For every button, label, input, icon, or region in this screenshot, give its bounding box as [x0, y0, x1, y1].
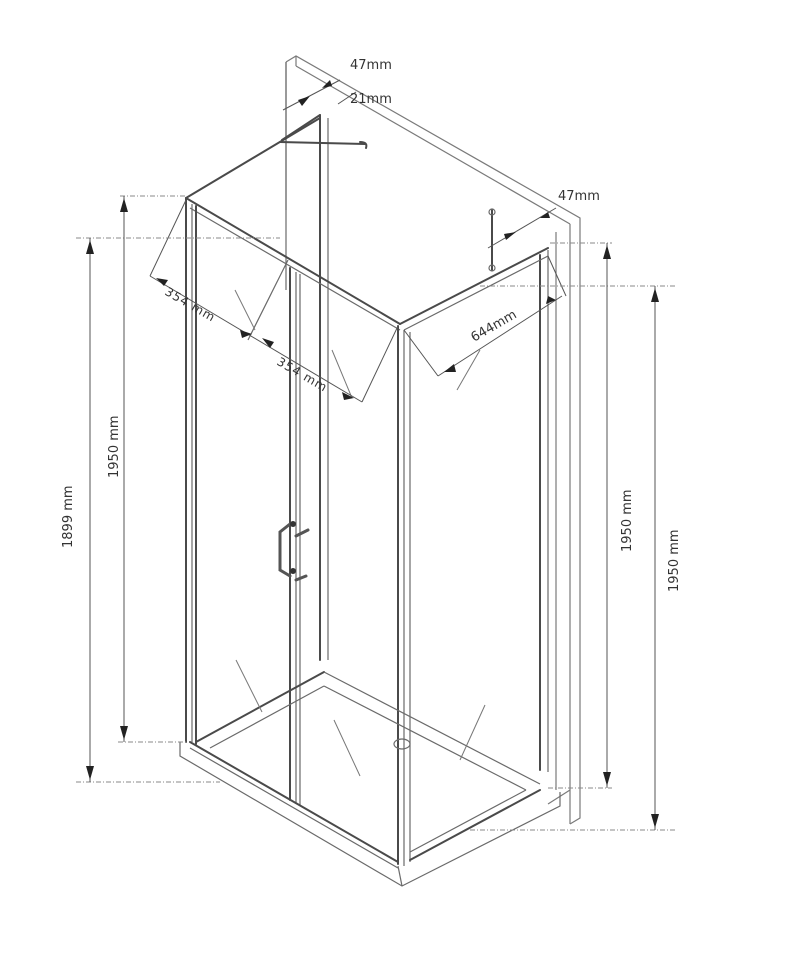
- dim-label-total-height: 1950 mm: [667, 529, 682, 592]
- dim-label-door-panel-left: 354 mm: [163, 284, 219, 324]
- dimension-right-heights: [470, 242, 676, 831]
- front-left-post: [185, 197, 197, 745]
- side-wall-bracket: [488, 208, 549, 772]
- side-panel: [456, 349, 481, 391]
- door-panel-right: [299, 274, 353, 806]
- dim-label-top-profile-depth: 47mm: [350, 58, 392, 73]
- top-frame: [185, 117, 549, 331]
- front-right-post: [397, 325, 411, 866]
- dimension-side-panel: [403, 255, 567, 377]
- top-wall-profile: [279, 62, 368, 661]
- dimension-door-panels: [149, 199, 399, 403]
- dimension-side-profile: [487, 207, 557, 249]
- dimension-left-heights: [76, 195, 280, 783]
- back-wall: [285, 55, 581, 825]
- dim-label-door-panel-right: 354 mm: [275, 354, 331, 394]
- dim-label-top-profile-width: 21mm: [350, 92, 392, 107]
- dim-label-side-frame-height: 1950 mm: [620, 489, 635, 552]
- dim-label-side-profile-depth: 47mm: [558, 189, 600, 204]
- dimension-top-profile: [282, 79, 357, 111]
- door-panel-left: [234, 259, 297, 804]
- door-handle: [278, 521, 310, 582]
- dim-label-door-opening-height: 1899 mm: [61, 485, 76, 548]
- shower-tray: [179, 659, 561, 887]
- dim-label-front-frame-height: 1950 mm: [107, 415, 122, 478]
